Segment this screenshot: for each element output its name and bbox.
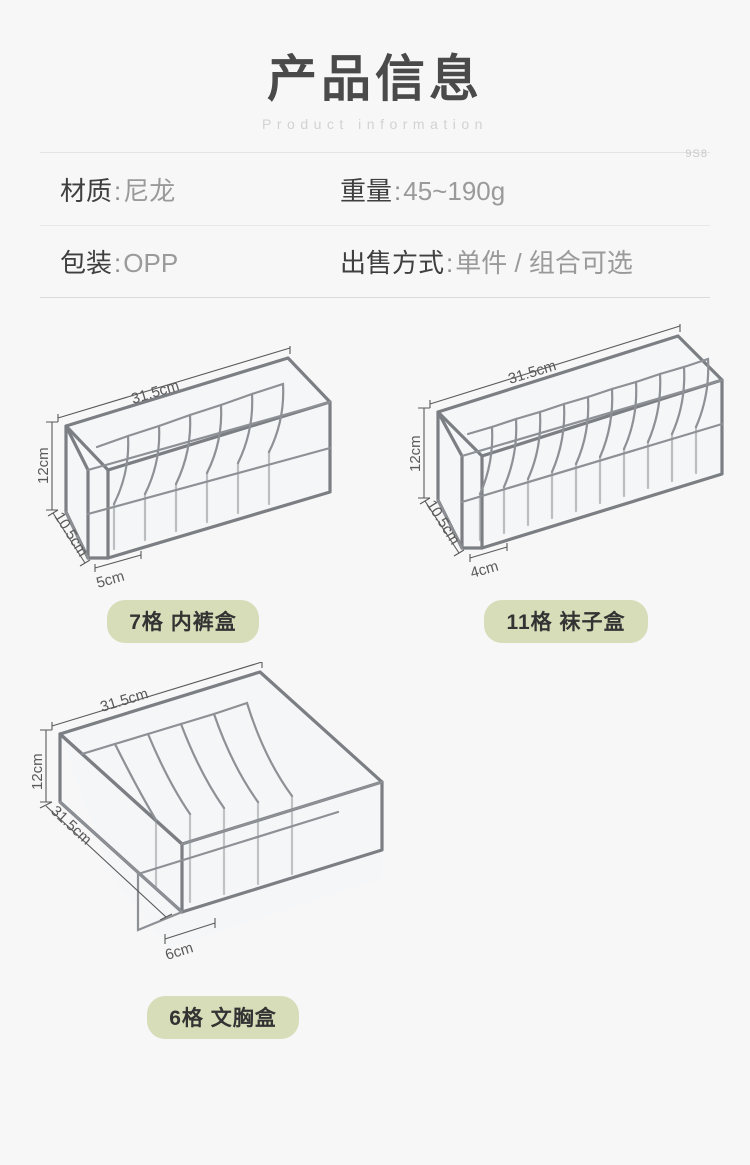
spec-separator: : [446, 248, 454, 278]
table-row: 材质 : 尼龙 重量 : 45~190g [40, 153, 710, 225]
product-illustration-socks-box: 31.5cm 12cm 10.5cm 4cm [392, 324, 740, 594]
product-illustration-underwear-box: 31.5cm 12cm 10.5cm 5cm [18, 344, 348, 594]
dimension-cell-width: 4cm [468, 558, 500, 582]
product-badge: 7格 内裤盒 [107, 600, 259, 643]
spec-label: 包装 [60, 248, 113, 278]
dimension-height: 12cm [35, 447, 52, 484]
spec-separator: : [114, 175, 122, 206]
dimension-height: 12cm [29, 753, 46, 790]
spec-label: 材质 [60, 175, 113, 206]
spec-value: OPP [123, 248, 179, 278]
spec-value: 单件 / 组合可选 [455, 248, 633, 278]
product-badge-row-bra-box: 6格 文胸盒 [16, 996, 430, 1039]
product-badge: 6格 文胸盒 [147, 996, 299, 1039]
page-subtitle: Product information [262, 116, 488, 132]
page-header: 产品信息 Product information [0, 0, 750, 133]
product-card-underwear-box: 31.5cm 12cm 10.5cm 5cm 7格 内裤盒 [18, 344, 348, 643]
spec-cell-material: 材质 : 尼龙 [40, 171, 340, 208]
product-badge: 11格 袜子盒 [484, 600, 648, 643]
spec-section: 9S8 材质 : 尼龙 重量 : 45~190g 包装 : OPP 出售方式 : [40, 148, 710, 298]
spec-table: 材质 : 尼龙 重量 : 45~190g 包装 : OPP 出售方式 : 单件 … [40, 152, 710, 298]
dimension-cell-width: 5cm [94, 568, 126, 592]
spec-cell-sales-method: 出售方式 : 单件 / 组合可选 [340, 243, 710, 280]
spec-separator: : [114, 248, 122, 278]
product-card-bra-box: 31.5cm 12cm 31.5cm 6cm 6格 文胸盒 [10, 662, 430, 1039]
dimension-height: 12cm [407, 435, 424, 472]
spec-value: 45~190g [403, 175, 506, 206]
product-code: 9S8 [685, 148, 708, 160]
spec-separator: : [394, 175, 402, 206]
spec-value: 尼龙 [123, 175, 176, 206]
spec-label: 出售方式 [340, 248, 445, 278]
product-card-socks-box: 31.5cm 12cm 10.5cm 4cm 11格 袜子盒 [392, 324, 740, 643]
spec-cell-weight: 重量 : 45~190g [340, 171, 710, 208]
spec-cell-packaging: 包装 : OPP [40, 243, 340, 280]
table-row: 包装 : OPP 出售方式 : 单件 / 组合可选 [40, 225, 710, 297]
page-title: 产品信息 [267, 51, 483, 107]
product-badge-row-underwear-box: 7格 内裤盒 [18, 600, 348, 643]
product-badge-row-socks-box: 11格 袜子盒 [392, 600, 740, 643]
spec-label: 重量 [340, 175, 393, 206]
product-illustration-bra-box: 31.5cm 12cm 31.5cm 6cm [10, 662, 430, 992]
